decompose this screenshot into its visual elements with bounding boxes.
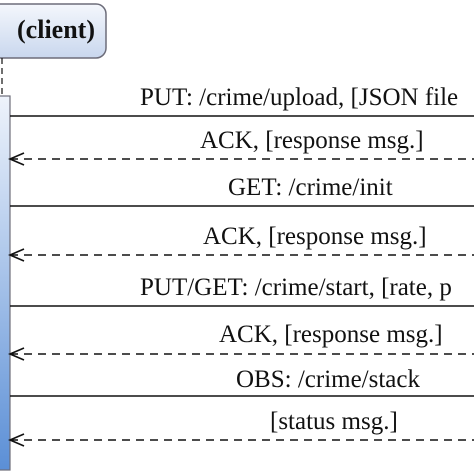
message-label: ACK, [response msg.]: [219, 321, 443, 348]
message-label: PUT/GET: /crime/start, [rate, p: [140, 274, 452, 301]
arrowhead-icon: [7, 347, 25, 361]
message-label: OBS: /crime/stack: [236, 366, 420, 393]
message-label: ACK, [response msg.]: [203, 223, 427, 250]
client-activation-bar: [0, 95, 11, 471]
arrowhead-icon: [7, 152, 25, 166]
arrowhead-icon: [7, 248, 25, 262]
message-label: GET: /crime/init: [228, 174, 393, 201]
arrowhead-icon: [7, 433, 25, 447]
message-label: [status msg.]: [270, 408, 398, 435]
message-label: ACK, [response msg.]: [200, 127, 424, 154]
message-arrows: [7, 115, 474, 447]
message-label: PUT: /crime/upload, [JSON file: [140, 84, 459, 111]
client-participant-label: (client): [17, 15, 95, 44]
client-participant-box: [0, 3, 107, 59]
